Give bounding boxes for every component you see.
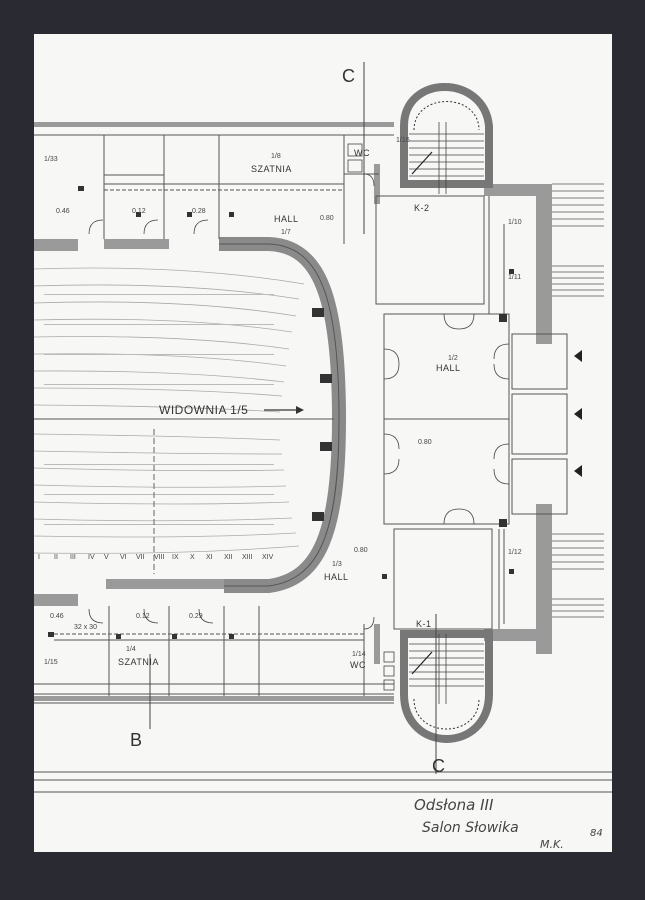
dim-label: 0.12 [132,208,146,215]
hall-top-label: HALL [274,214,299,224]
room-111-label: 1/11 [508,274,521,281]
dim-label: 0.80 [418,439,432,446]
drawing-sheet: WIDOWNIA 1/5 I II III IV V VI VII VIII I… [34,34,612,852]
room-number-top: 1/8 [271,153,281,160]
row-numeral: XII [224,554,233,561]
handwritten-note-line1: Odsłona III [414,796,494,814]
dim-label: 0.12 [136,613,150,620]
row-numeral: X [190,554,195,561]
handwritten-initials: M.K. [540,838,564,851]
hall-top-number: 1/7 [281,229,291,236]
upper-rooms [103,134,379,244]
hall-center-label: HALL [436,363,461,373]
dim-label: 0.46 [56,208,70,215]
row-numeral: I [38,554,40,561]
widownia-arrowhead [296,406,304,414]
lower-rooms [34,606,394,696]
wc-bottom-label: WC [350,660,366,670]
room-115-label: 1/15 [44,659,58,666]
curve-columns [312,308,332,521]
hall-bottom-number: 1/3 [332,561,342,568]
k2-label: K-2 [414,203,430,213]
row-numeral: VI [120,554,127,561]
dim-label: 0.80 [354,547,368,554]
doors [88,219,510,624]
floor-plan: WIDOWNIA 1/5 I II III IV V VI VII VIII I… [34,62,612,851]
szatnia-bottom-label: SZATNIA [118,657,159,667]
hall-center-number: 1/2 [448,355,458,362]
row-numerals: I II III IV V VI VII VIII IX X XI XII XI… [38,554,274,561]
room-112-label: 1/12 [508,549,522,556]
outer-walls [34,125,612,793]
room-number-bottom: 1/4 [126,646,136,653]
axis-c-top-label: C [342,66,355,86]
k1-label: K-1 [416,619,432,629]
room-110-label: 1/10 [508,219,522,226]
right-rooms [503,224,568,624]
row-numeral: III [70,554,76,561]
structural-walls [34,122,552,701]
handwritten-note-line2: Salon Słowika [422,820,519,836]
hall-bottom-label: HALL [324,572,349,582]
central-halls [375,195,510,630]
dim-label: 0.29 [189,613,203,620]
room-133-label: 1/33 [44,156,58,163]
axis-c-bottom-label: C [432,756,445,776]
wc-fixtures [347,143,395,691]
dim-label: 32 x 30 [74,624,97,631]
widownia-label: WIDOWNIA 1/5 [159,403,248,417]
row-numeral: XIII [242,554,253,561]
room-116-label: 1/16 [396,137,410,144]
row-numeral: V [104,554,109,561]
room-114-label: 1/14 [352,651,366,658]
exit-arrows [574,350,582,477]
dim-label: 0.28 [192,208,206,215]
seat-dots [44,294,274,525]
stair-k1 [400,630,493,743]
dim-label: 0.46 [50,613,64,620]
exterior-steps [552,183,604,618]
row-numeral: VIII [154,554,165,561]
wc-top-label: WC [354,148,370,158]
auditorium-curve [219,237,347,593]
axis-b-label: B [130,730,142,750]
szatnia-top-label: SZATNIA [251,164,292,174]
row-numeral: II [54,554,58,561]
row-numeral: XI [206,554,213,561]
stair-k2 [400,83,493,194]
handwritten-page-number: 84 [590,828,603,839]
row-numeral: XIV [262,554,274,561]
row-numeral: VII [136,554,145,561]
dim-label: 0.80 [320,215,334,222]
small-markers [48,186,514,639]
row-numeral: IX [172,554,179,561]
seating-rows [34,267,305,554]
row-numeral: IV [88,554,95,561]
